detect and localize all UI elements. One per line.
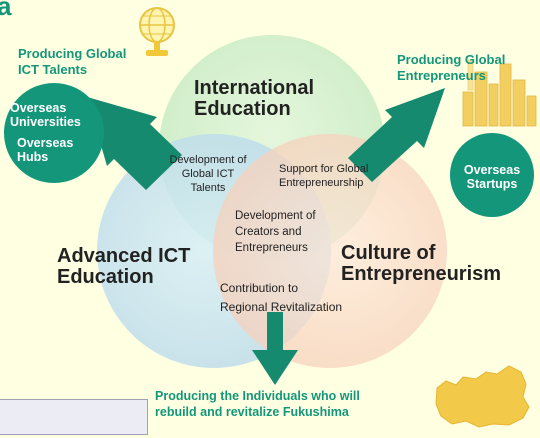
contribution-regional-label: Contribution to Regional Revitalization: [220, 281, 343, 314]
overseas-startups-text: Overseas Startups: [463, 163, 521, 191]
circle-culture: [213, 134, 447, 368]
development-creators-label: Development of Creators and Entrepreneur…: [235, 210, 316, 254]
overseas-hubs-text: Overseas Hubs: [17, 136, 74, 164]
overseas-universities-badge: [4, 83, 104, 183]
overseas-startups-badge: [450, 133, 534, 217]
advanced-ict-education-title: Advanced ICT Education: [57, 245, 191, 288]
support-global-entrepreneurship-label: Support for Global Entrepreneurship: [279, 163, 369, 189]
corner-letter: a: [0, 0, 12, 21]
city-buildings-icon: [462, 59, 537, 127]
fukushima-map-icon: [435, 365, 530, 428]
producing-global-ict-talents-label: Producing Global ICT Talents: [18, 46, 127, 77]
development-global-ict-label: Development of Global ICT Talents: [169, 154, 247, 194]
arrow-down: [252, 312, 298, 385]
globe-trophy-icon: [139, 7, 175, 56]
producing-global-entrepreneurs-label: Producing Global Entrepreneurs: [397, 52, 506, 83]
arrow-up-left: [87, 97, 182, 190]
culture-of-entrepreneurism-title: Culture of Entrepreneurism: [341, 242, 502, 285]
bottom-left-panel: [0, 399, 148, 435]
arrow-up-right: [348, 88, 445, 182]
producing-fukushima-individuals-label: Producing the Individuals who will rebui…: [155, 389, 360, 419]
overseas-universities-text: Overseas Universities: [10, 101, 81, 129]
international-education-title: International Education: [194, 77, 315, 120]
